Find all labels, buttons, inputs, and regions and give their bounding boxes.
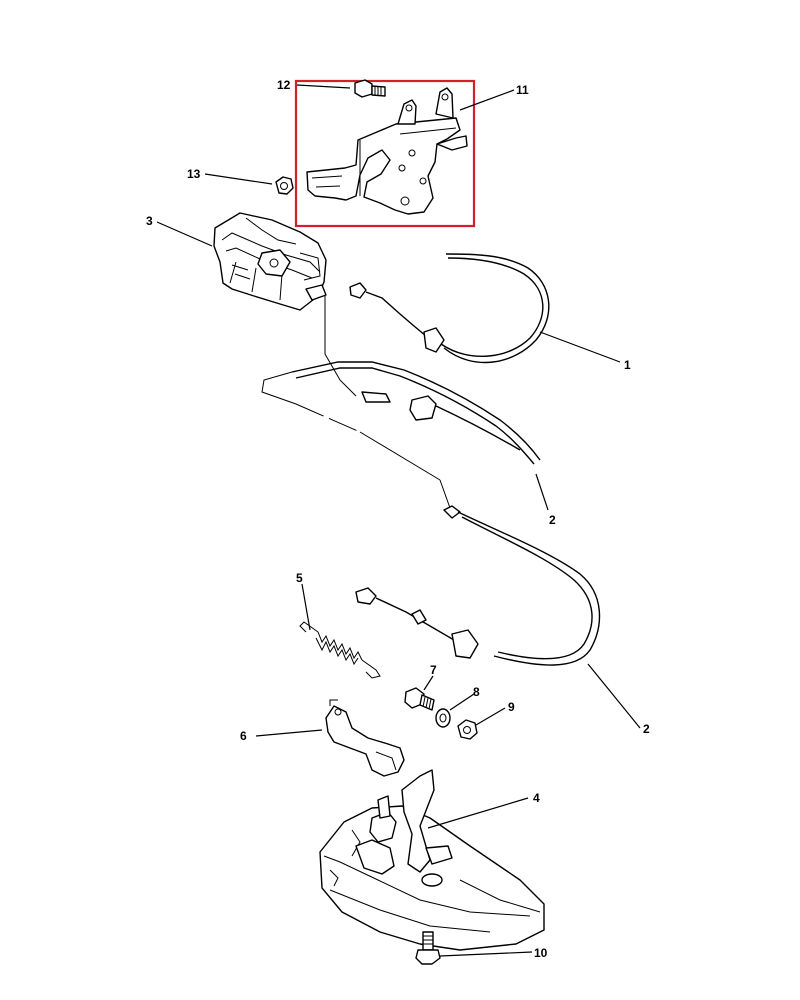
callout-4: 4 — [533, 791, 540, 805]
callout-2-upper: 2 — [549, 513, 556, 527]
nut-part-13 — [275, 176, 294, 195]
shifter-unit-part-3 — [213, 212, 327, 311]
bolt-part-10 — [415, 931, 441, 965]
callout-1: 1 — [624, 358, 631, 372]
callout-labels: 12 11 13 3 1 2 5 2 7 8 9 6 4 10 — [146, 78, 650, 960]
callout-2-lower: 2 — [643, 722, 650, 736]
lever-part-6 — [325, 699, 405, 777]
callout-3: 3 — [146, 214, 153, 228]
highlight-box — [294, 79, 476, 228]
callout-10: 10 — [534, 946, 548, 960]
callout-9: 9 — [508, 700, 515, 714]
cable-part-2 — [261, 296, 601, 666]
callout-7: 7 — [430, 663, 437, 677]
callout-12: 12 — [277, 78, 291, 92]
mounting-bracket-part-11 — [306, 87, 468, 215]
callout-5: 5 — [296, 571, 303, 585]
cable-part-1 — [349, 253, 550, 364]
callout-11: 11 — [516, 83, 529, 97]
callout-13: 13 — [187, 167, 201, 181]
leader-lines — [156, 84, 641, 957]
washer-part-8 — [435, 708, 451, 728]
transmission-housing-part-4 — [319, 769, 545, 951]
bolt-part-7 — [404, 687, 435, 711]
nut-part-9 — [457, 719, 478, 740]
callout-8: 8 — [473, 685, 480, 699]
callout-6: 6 — [240, 729, 247, 743]
spring-part-5 — [299, 621, 381, 679]
bolt-part-12 — [354, 79, 386, 98]
